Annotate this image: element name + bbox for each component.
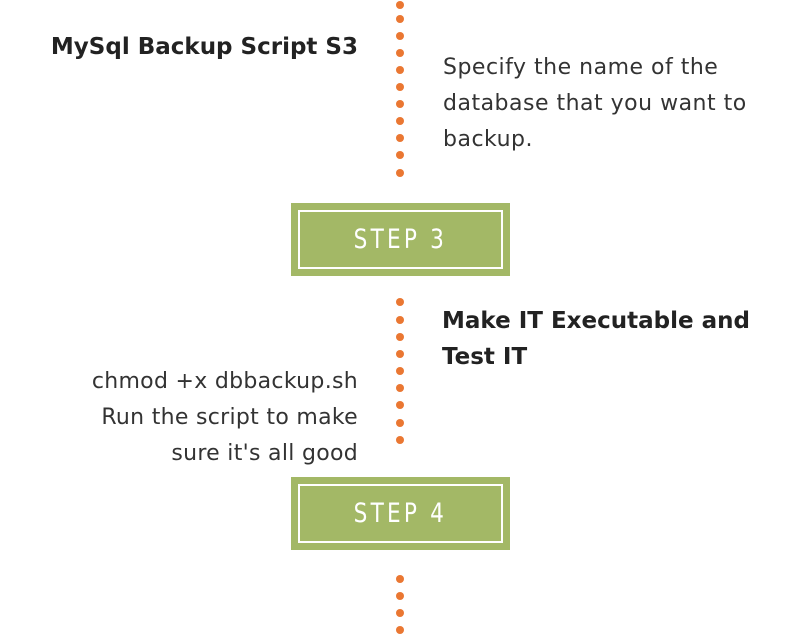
connector-dot xyxy=(396,151,404,159)
section-description-s3: Specify the name of the database that yo… xyxy=(443,55,747,152)
step-3-box: STEP 3 xyxy=(291,203,510,276)
connector-dot xyxy=(396,32,404,40)
step-3-frame: STEP 3 xyxy=(298,210,503,269)
step-3-label: STEP 3 xyxy=(353,224,448,255)
connector-dot xyxy=(396,436,404,444)
section-title-exec: Make IT Executable and Test IT xyxy=(442,308,750,370)
connector-middle xyxy=(396,295,406,445)
note-line-1: Run the script to make xyxy=(101,405,358,430)
connector-dot xyxy=(396,117,404,125)
step-4-label: STEP 4 xyxy=(353,498,448,529)
connector-dot xyxy=(396,169,404,177)
connector-dot xyxy=(396,401,404,409)
connector-bottom xyxy=(396,570,406,634)
connector-dot xyxy=(396,49,404,57)
connector-dot xyxy=(396,316,404,324)
connector-top xyxy=(396,0,406,180)
connector-dot xyxy=(396,134,404,142)
command-text: chmod +x dbbackup.sh xyxy=(91,369,358,394)
connector-dot xyxy=(396,384,404,392)
connector-dot xyxy=(396,333,404,341)
connector-dot xyxy=(396,15,404,23)
connector-dot xyxy=(396,350,404,358)
note-line-2: sure it's all good xyxy=(171,441,358,466)
connector-dot xyxy=(396,592,404,600)
connector-dot xyxy=(396,575,404,583)
step-4-box: STEP 4 xyxy=(291,477,510,550)
section-instructions-exec: chmod +x dbbackup.sh Run the script to m… xyxy=(40,364,358,472)
connector-dot xyxy=(396,609,404,617)
connector-dot xyxy=(396,83,404,91)
step-4-frame: STEP 4 xyxy=(298,484,503,543)
connector-dot xyxy=(396,100,404,108)
connector-dot xyxy=(396,626,404,634)
connector-dot xyxy=(396,419,404,427)
connector-dot xyxy=(396,66,404,74)
connector-dot xyxy=(396,367,404,375)
connector-dot xyxy=(396,1,404,9)
connector-dot xyxy=(396,298,404,306)
section-title-s3: MySql Backup Script S3 xyxy=(50,34,358,60)
